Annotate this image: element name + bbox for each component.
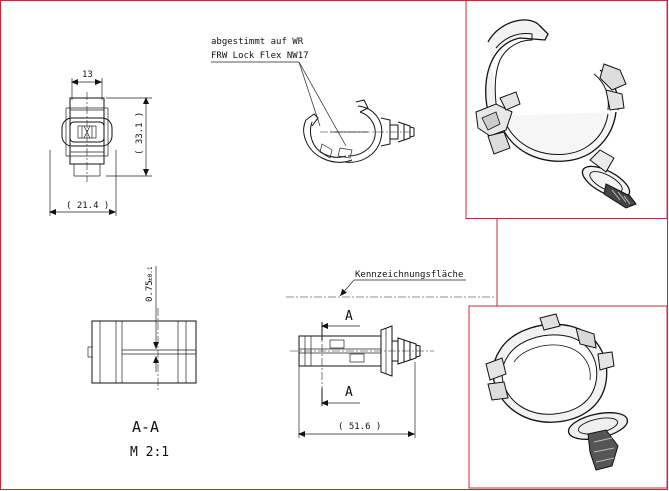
front-dim-height: ( 33.1 ) [135, 112, 145, 155]
section-dim-tolerance: ±0.1 [147, 266, 154, 281]
front-dim-width: 13 [82, 70, 93, 80]
render-clip-front [468, 305, 668, 489]
front-dim-total-width: ( 21.4 ) [66, 201, 109, 211]
cut-letter-top: A [345, 309, 353, 324]
section-dim-gap: 0.75 [145, 280, 155, 302]
side-dim-length: ( 51.6 ) [338, 422, 381, 432]
scale-label: M 2:1 [130, 445, 169, 460]
section-label: A-A [132, 418, 159, 436]
top-view: abgestimmt auf WR FRW Lock Flex NW17 [211, 37, 415, 163]
note-line-2: FRW Lock Flex NW17 [211, 51, 309, 61]
front-view: 13 ( 33.1 ) ( 21.4 ) [49, 70, 152, 216]
section-view: 0.75 ±0.1 A-A M 2:1 [87, 266, 197, 460]
side-view: Kennzeichnungsfläche A A ( 5 [286, 270, 494, 438]
cut-letter-bottom: A [345, 385, 353, 400]
render-clip-angled [465, 0, 668, 219]
note-line-1: abgestimmt auf WR [211, 37, 304, 47]
marking-label: Kennzeichnungsfläche [355, 270, 463, 280]
